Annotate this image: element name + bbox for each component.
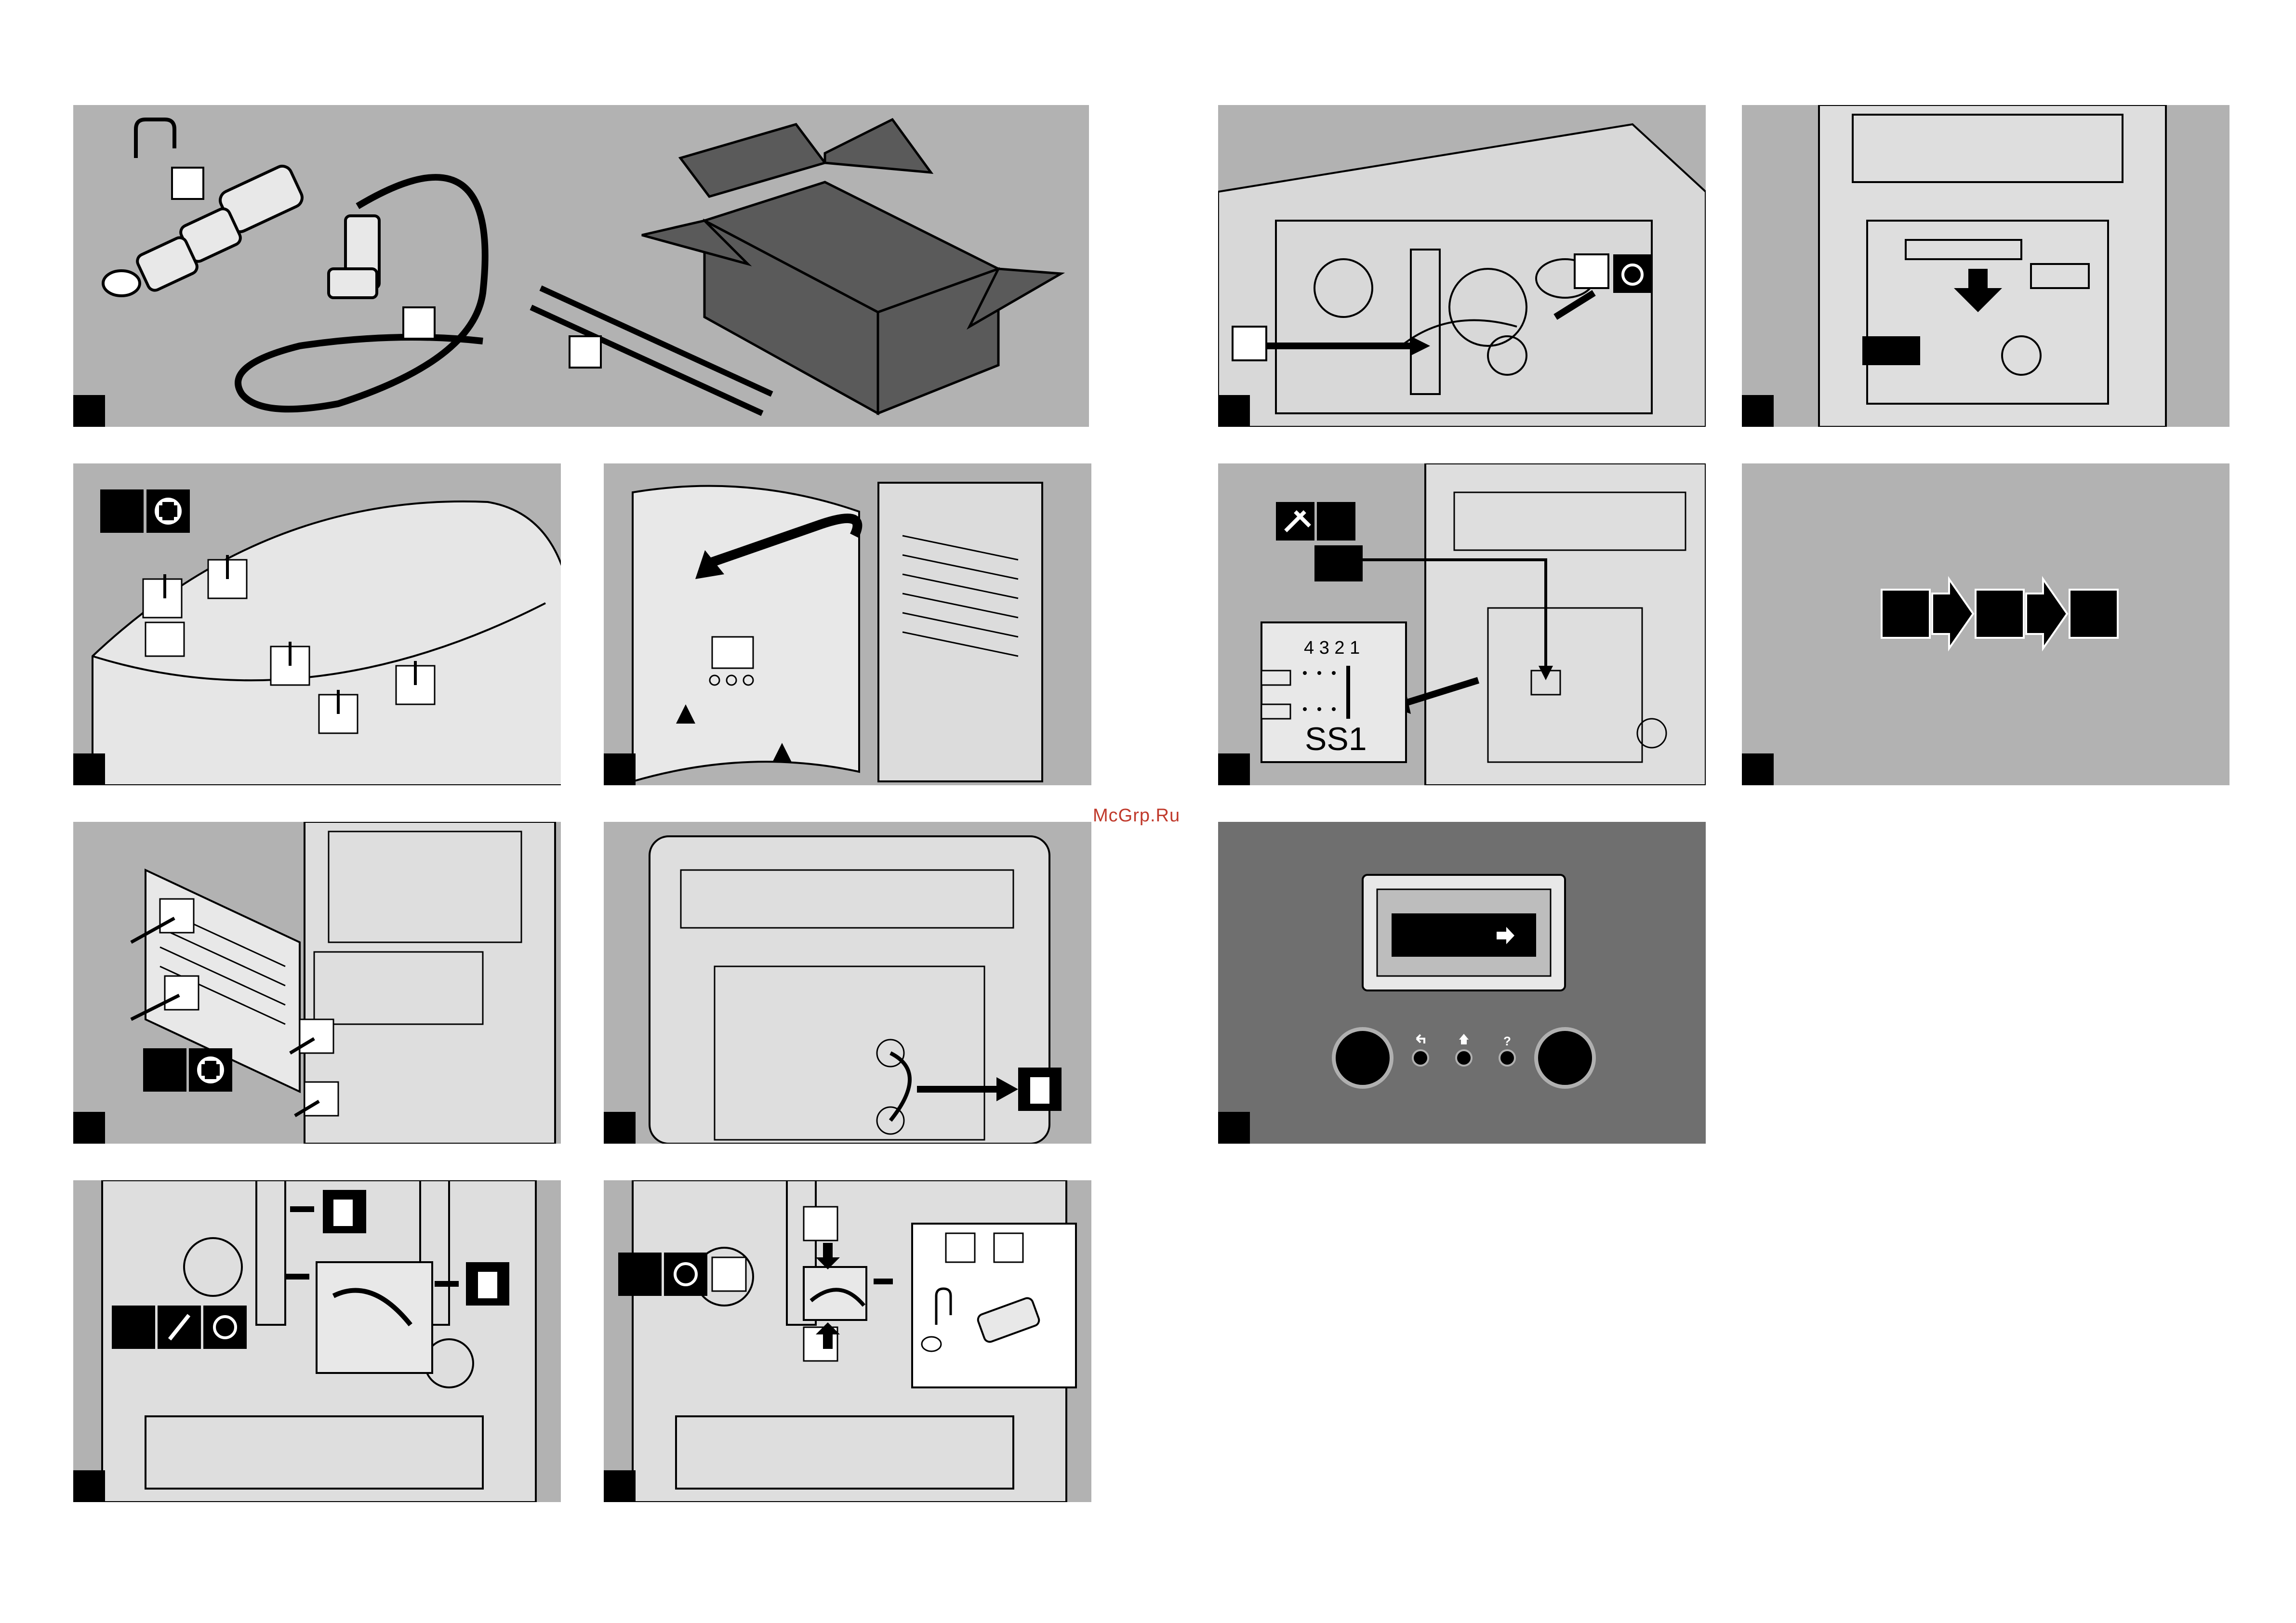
- callout-box: [570, 336, 601, 368]
- panel-remove-top-cover: [73, 463, 561, 785]
- panel-remove-cable: [604, 822, 1091, 1144]
- dip-switch-label: SS1: [1305, 721, 1367, 757]
- step-number-box: [1218, 1112, 1250, 1144]
- dip-switch-illustration: 4 3 2 1 SS1: [1218, 463, 1706, 785]
- side-panel-illustration: [73, 822, 561, 1144]
- remove-cable-illustration: [604, 822, 1091, 1144]
- panel-remove-sensor: [73, 1180, 561, 1502]
- board-connection-illustration: [1742, 105, 2230, 427]
- trash-icon: [333, 1200, 353, 1226]
- step-number-box: [73, 753, 105, 785]
- sequence-arrows-illustration: [1742, 463, 2230, 785]
- step-number-box: [1218, 753, 1250, 785]
- step-number-box: [1218, 395, 1250, 427]
- panel-remove-side: [73, 822, 561, 1144]
- panel-sensor-location: [1218, 105, 1706, 427]
- display-screen: [1392, 913, 1536, 957]
- step-number-box: [73, 395, 105, 427]
- panel-sequence: [1742, 463, 2230, 785]
- callout-box: [403, 307, 435, 339]
- front-panel-illustration: [604, 463, 1091, 785]
- back-arrow-icon: [1417, 1035, 1424, 1043]
- step-number-box: [604, 1470, 636, 1502]
- panel-board-connector: [1742, 105, 2230, 427]
- remove-sensor-illustration: [73, 1180, 561, 1502]
- step-number-box: [73, 1470, 105, 1502]
- panel-control-display: ?: [1218, 822, 1706, 1144]
- home-icon: [1459, 1034, 1469, 1044]
- left-dial: [1334, 1029, 1392, 1087]
- home-button: [1456, 1050, 1472, 1066]
- kit-contents-illustration: [73, 105, 1089, 427]
- dip-switch-numbers: 4 3 2 1: [1304, 638, 1360, 658]
- step-number-box: [604, 753, 636, 785]
- panel-kit-contents: [73, 105, 1089, 427]
- control-panel-illustration: ?: [1218, 822, 1706, 1144]
- step-number-box: [1742, 753, 1774, 785]
- unit-interior-illustration: [1218, 105, 1706, 427]
- panel-install-sensor: [604, 1180, 1091, 1502]
- top-cover-illustration: [73, 463, 561, 785]
- help-button: [1500, 1050, 1515, 1066]
- panel-dip-switch: 4 3 2 1 SS1: [1218, 463, 1706, 785]
- back-button: [1413, 1050, 1428, 1066]
- right-dial: [1536, 1029, 1594, 1087]
- watermark: McGrp.Ru: [1093, 805, 1180, 826]
- trash-icon: [1030, 1077, 1049, 1104]
- step-number-box: [1742, 395, 1774, 427]
- step-number-box: [73, 1112, 105, 1144]
- help-icon: ?: [1503, 1034, 1511, 1048]
- trash-icon: [478, 1272, 497, 1298]
- panel-remove-front: [604, 463, 1091, 785]
- install-sensor-illustration: [604, 1180, 1091, 1502]
- callout-box: [172, 168, 203, 199]
- step-number-box: [604, 1112, 636, 1144]
